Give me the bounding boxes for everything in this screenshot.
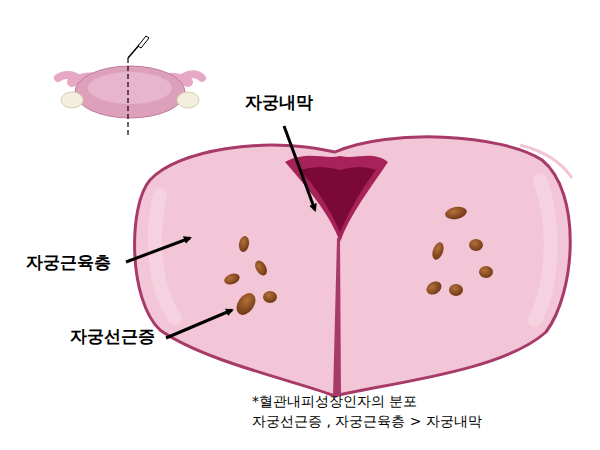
note-text: 자궁선근증 , 자궁근육층 > 자궁내막	[252, 413, 482, 430]
note-text: *혈관내피성장인자의 분포	[252, 393, 417, 410]
adenomyosis-spots	[223, 205, 493, 318]
part-label: 자궁근육층	[26, 252, 111, 272]
cervical-canal	[333, 238, 341, 396]
uterus-body	[135, 137, 571, 396]
orientation-icon	[58, 36, 202, 138]
part-label: 자궁선근증	[70, 326, 155, 346]
leader-arrow	[166, 310, 232, 338]
leader-arrow	[284, 126, 315, 210]
leader-arrow	[126, 238, 190, 262]
part-label: 자궁내막	[245, 92, 313, 112]
